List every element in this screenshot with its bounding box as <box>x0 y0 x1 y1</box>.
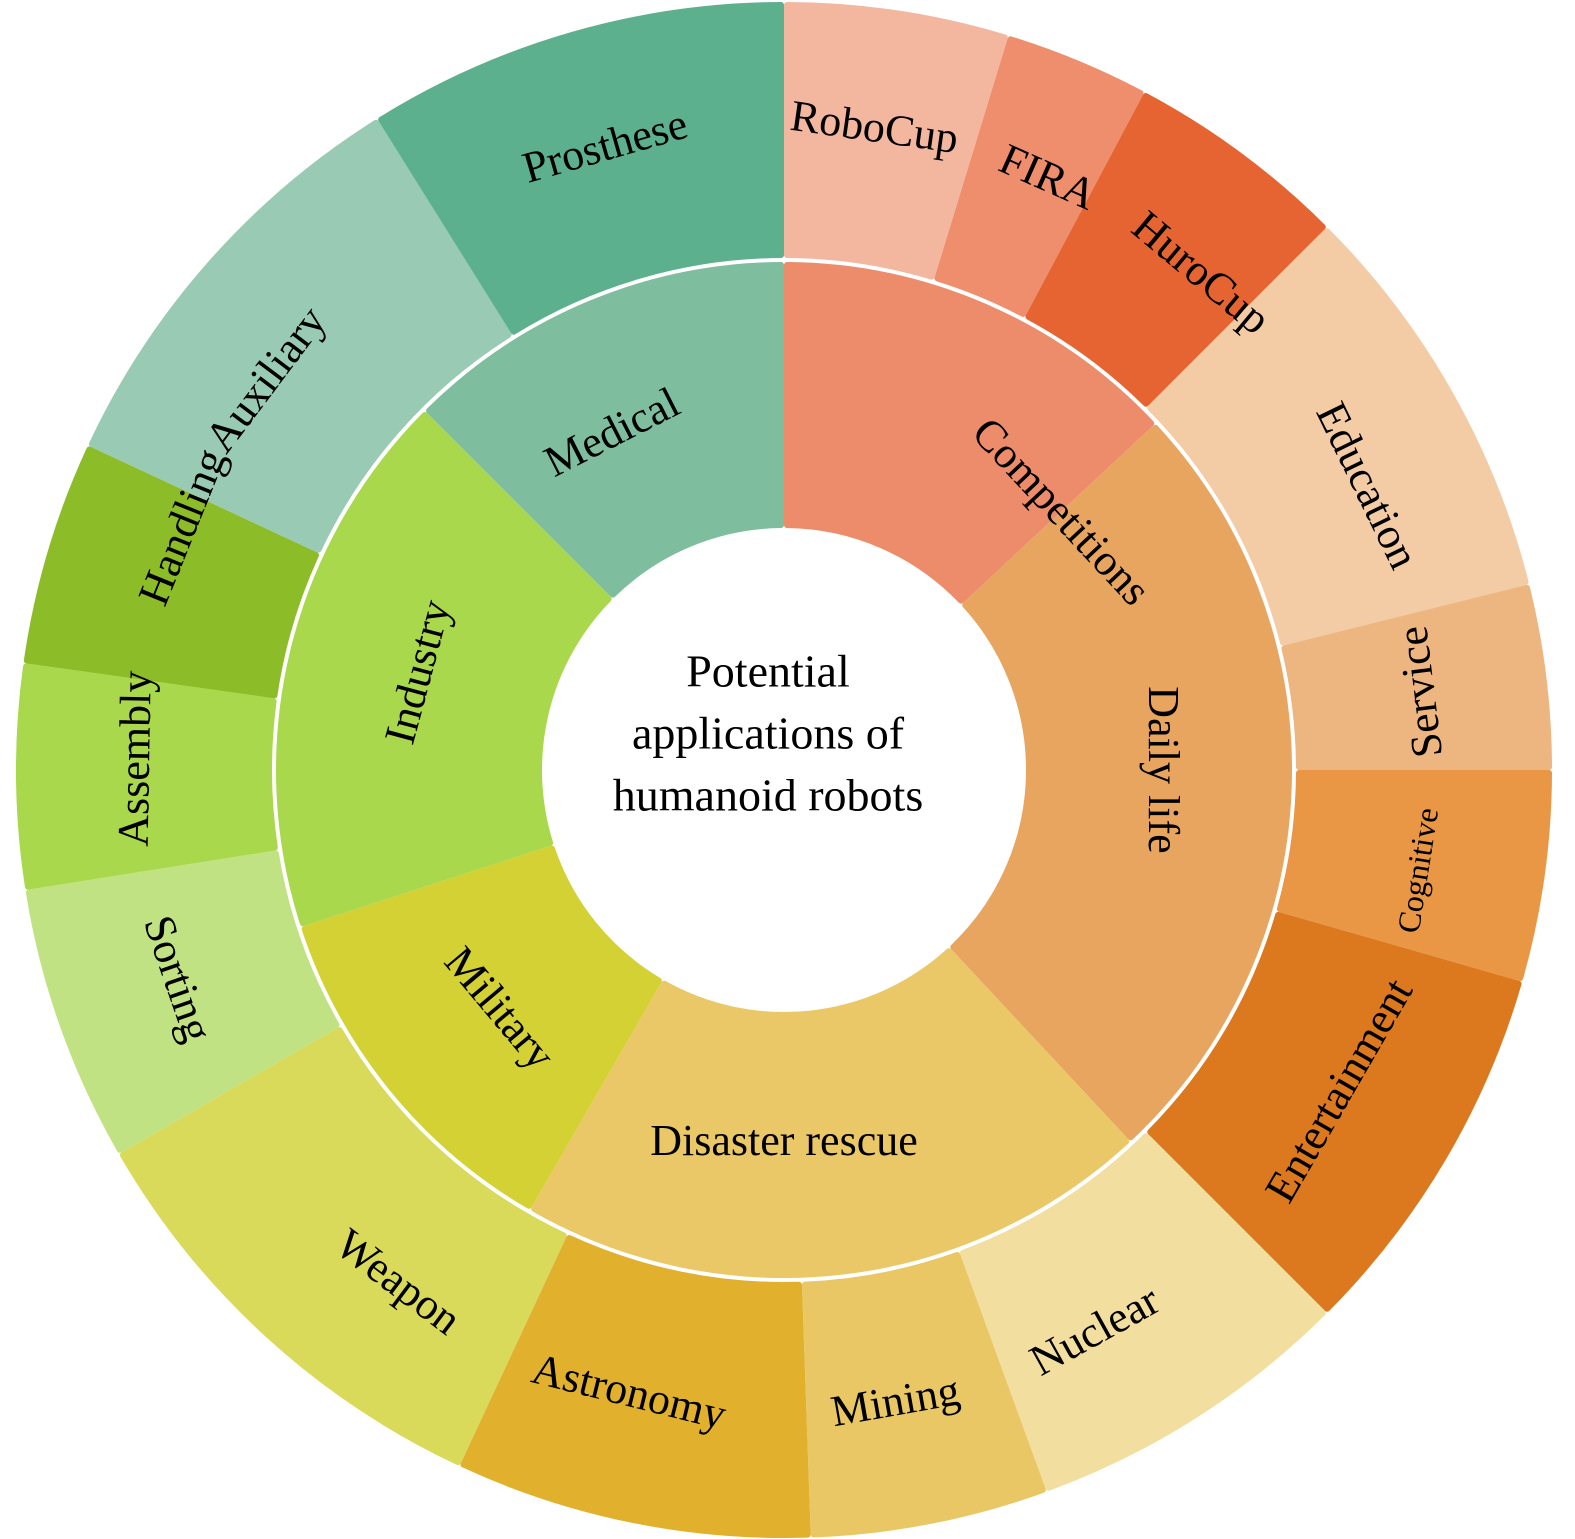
category-label-disaster-rescue: Disaster rescue <box>650 1116 918 1165</box>
subcategory-segment-entertainment <box>1147 911 1522 1312</box>
category-segment-competitions <box>784 262 1155 604</box>
subcategory-segment-nuclear <box>959 1133 1326 1491</box>
subcategory-segment-auxiliary <box>88 119 512 553</box>
subcategory-segment-assembly <box>16 663 278 890</box>
subcategory-segment-mining <box>801 1251 1046 1538</box>
category-segment-military <box>301 845 662 1209</box>
category-segment-disaster-rescue <box>531 948 1130 1278</box>
subcategory-segment-sorting <box>25 850 340 1153</box>
center-title-line-2: applications of <box>632 708 905 759</box>
category-segment-daily-life <box>950 424 1292 1141</box>
subcategory-segment-hurocup <box>1025 92 1326 407</box>
category-label-daily-life: Daily life <box>1139 686 1188 853</box>
subcategory-segment-prosthese <box>378 2 784 335</box>
subcategory-segment-robocup <box>784 2 1008 280</box>
category-segment-industry <box>276 412 612 927</box>
inner-ring <box>276 262 1292 1278</box>
subcategory-segment-astronomy <box>460 1235 811 1538</box>
subcategory-segment-service <box>1281 584 1552 770</box>
center-disc <box>543 529 1025 1011</box>
subcategory-label-assembly: Assembly <box>109 670 161 847</box>
subcategory-segment-cognitive <box>1276 770 1552 981</box>
subcategory-segment-fira <box>934 36 1144 317</box>
center-title-line-3: humanoid robots <box>613 770 923 821</box>
category-segment-medical <box>426 262 784 598</box>
subcategory-segment-education <box>1147 228 1529 646</box>
subcategory-segment-weapon <box>119 1027 567 1466</box>
subcategory-segment-handling <box>23 446 319 699</box>
center-title-line-1: Potential <box>686 646 850 697</box>
outer-ring <box>16 2 1552 1538</box>
